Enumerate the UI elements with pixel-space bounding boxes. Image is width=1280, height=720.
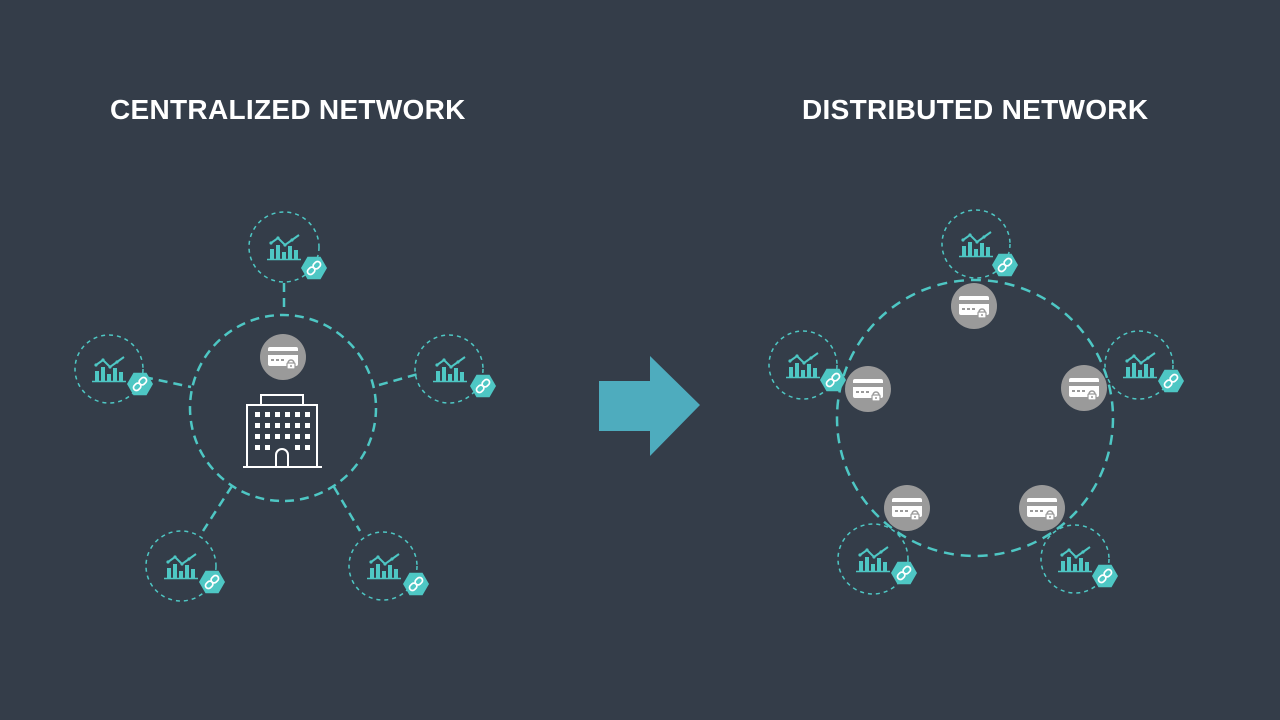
dnode-top xyxy=(941,209,1019,279)
distributed-ring xyxy=(835,278,1115,558)
distributed-network-title: DISTRIBUTED NETWORK xyxy=(802,94,1149,125)
link-hex-icon xyxy=(126,371,154,397)
bar-chart-icon xyxy=(1122,352,1158,379)
connector-bottom-right xyxy=(332,486,362,532)
centralized-network-title: CENTRALIZED NETWORK xyxy=(110,94,466,125)
dnode-bottom-right xyxy=(1040,524,1119,594)
bar-chart-icon xyxy=(366,553,402,580)
arrow-right-icon xyxy=(599,356,700,456)
node-left xyxy=(74,334,154,404)
dnode-left xyxy=(768,330,847,400)
link-hex-icon xyxy=(991,252,1019,278)
dnode-bottom-left xyxy=(837,523,918,595)
building-icon xyxy=(243,394,322,468)
connector-right xyxy=(378,372,419,387)
central-hub-ring xyxy=(188,313,378,503)
node-top xyxy=(248,211,328,283)
link-hex-icon xyxy=(469,373,497,399)
connector-bottom-left xyxy=(201,485,234,532)
node-bottom-left xyxy=(145,530,226,602)
link-hex-icon xyxy=(890,560,918,586)
distributed-network xyxy=(768,209,1185,595)
bar-chart-icon xyxy=(163,553,199,580)
bar-chart-icon xyxy=(855,546,891,573)
central-card-lock-icon xyxy=(259,333,307,381)
bar-chart-icon xyxy=(1057,546,1093,573)
bar-chart-icon xyxy=(266,234,302,261)
link-hex-icon xyxy=(819,367,847,393)
bar-chart-icon xyxy=(432,356,468,383)
card-lock-icon xyxy=(883,484,931,532)
node-right xyxy=(414,334,497,404)
bar-chart-icon xyxy=(958,231,994,258)
node-bottom-right xyxy=(348,531,430,601)
dnode-right xyxy=(1104,330,1185,400)
connector-left xyxy=(143,375,192,389)
card-lock-icon xyxy=(1018,484,1066,532)
centralized-network xyxy=(74,211,497,602)
link-hex-icon xyxy=(1091,563,1119,589)
card-lock-icon xyxy=(844,365,892,413)
card-lock-icon xyxy=(1060,364,1108,412)
card-lock-icon xyxy=(950,282,998,330)
link-hex-icon xyxy=(1157,368,1185,394)
link-hex-icon xyxy=(402,571,430,597)
centralized-connectors xyxy=(143,283,419,532)
bar-chart-icon xyxy=(91,356,127,383)
bar-chart-icon xyxy=(785,352,821,379)
link-hex-icon xyxy=(198,569,226,595)
